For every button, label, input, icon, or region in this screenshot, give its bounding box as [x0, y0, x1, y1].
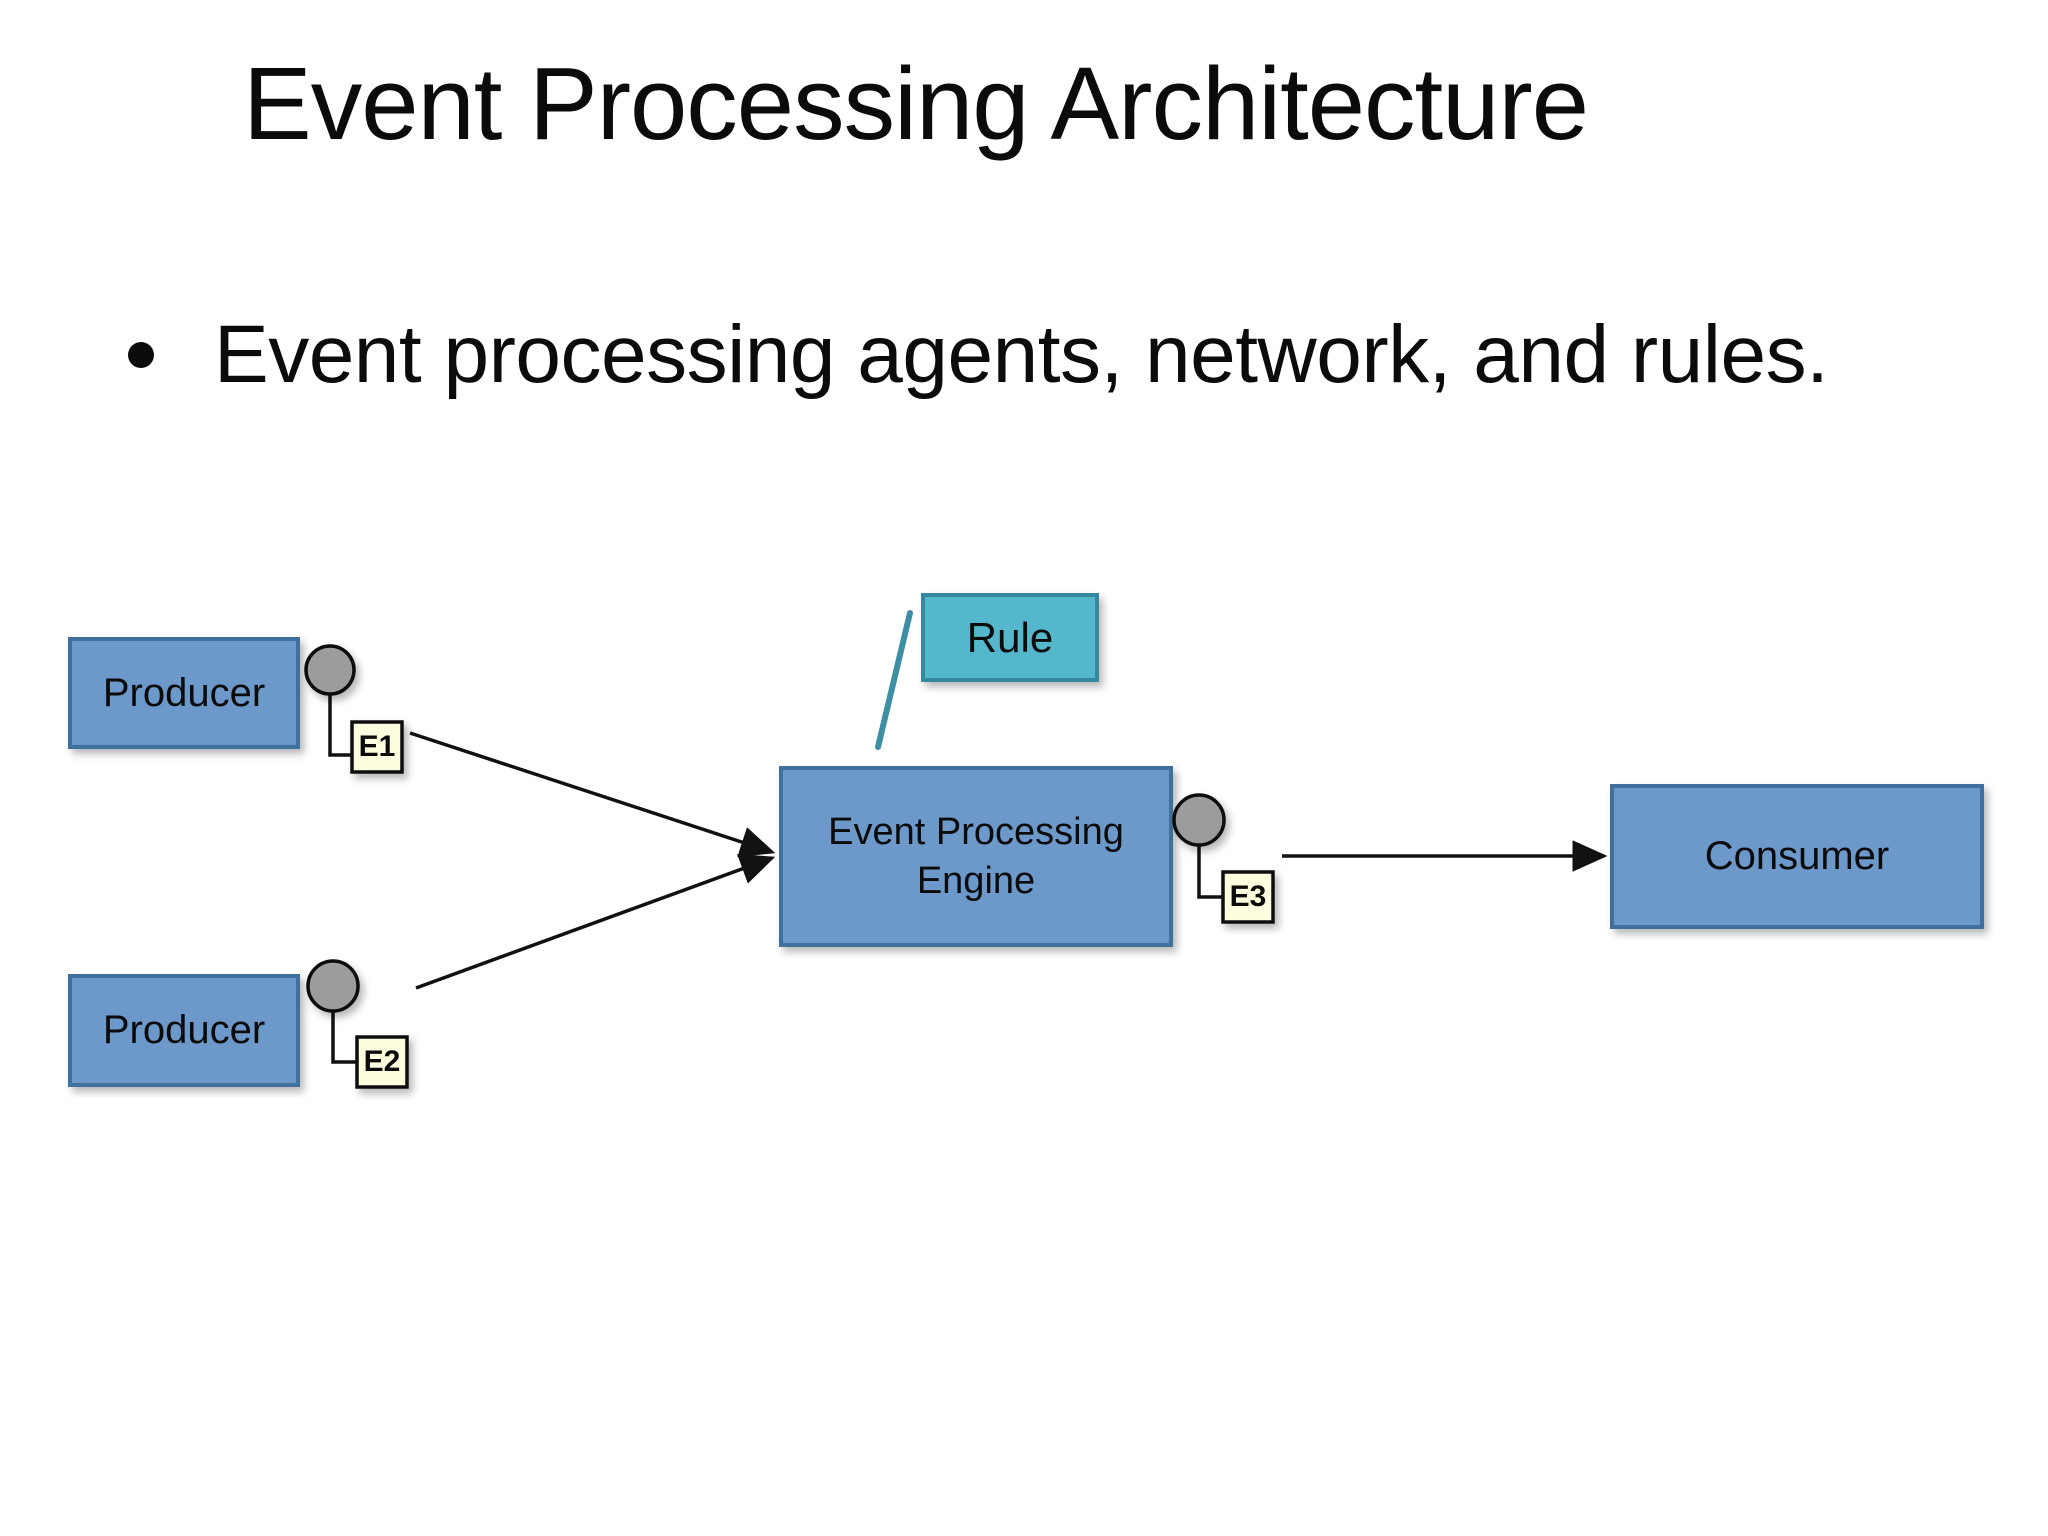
e1-label: E1 [358, 730, 396, 763]
bullet-dot-icon [128, 342, 154, 368]
slide-title: Event Processing Architecture [243, 46, 1589, 161]
rule-box [921, 593, 1099, 682]
e3-box [1221, 870, 1275, 924]
e2-label: E2 [363, 1045, 401, 1078]
producer-top-label: Producer [102, 670, 266, 715]
producer-bottom-port-icon [306, 959, 360, 1013]
e3-label: E3 [1229, 880, 1267, 913]
engine-port-icon [1172, 793, 1226, 847]
engine-box [779, 766, 1173, 947]
producer-top-port-icon [304, 644, 356, 696]
e1-box [350, 720, 404, 774]
engine-label: Event Processing Engine [828, 810, 1124, 902]
producer-bottom-label: Producer [102, 1008, 266, 1052]
consumer-box [1610, 784, 1984, 929]
bullet-item: Event processing agents, network, and ru… [128, 308, 1829, 402]
arrow-e1-to-engine [409, 731, 776, 858]
producer-top-box [68, 637, 300, 749]
producer-bottom-box [68, 974, 300, 1087]
arrow-e2-to-engine [415, 854, 776, 990]
e3-connector [1197, 845, 1223, 899]
rule-label: Rule [966, 613, 1054, 661]
consumer-label: Consumer [1704, 834, 1890, 878]
rule-connector-line [875, 610, 913, 750]
e1-connector [328, 694, 352, 757]
e2-box [355, 1035, 409, 1089]
e2-connector [331, 1011, 357, 1064]
bullet-text: Event processing agents, network, and ru… [214, 309, 1829, 400]
